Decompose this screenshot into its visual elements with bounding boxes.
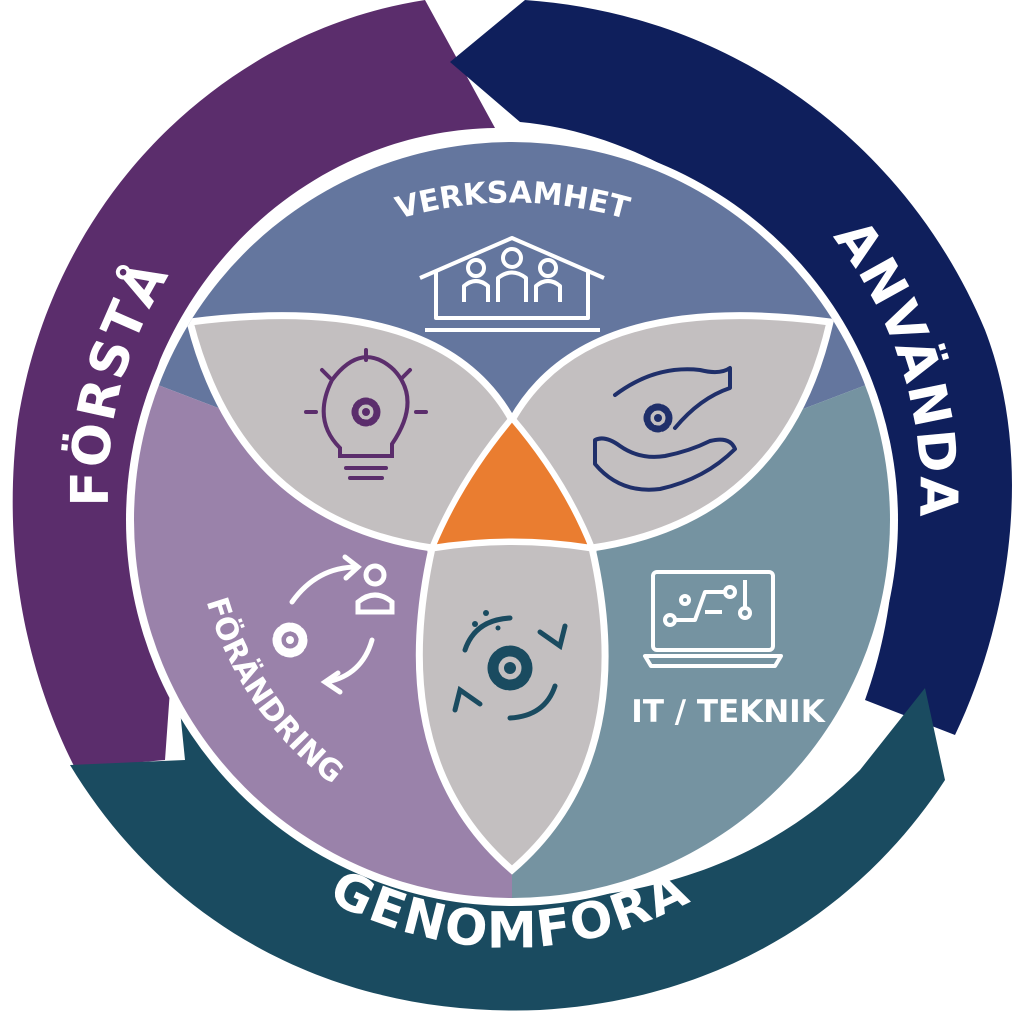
laptop-circuit-icon	[643, 570, 783, 668]
gear-refresh-icon	[452, 610, 568, 721]
center-triangle	[427, 413, 597, 552]
cycle-gear-person-icon	[272, 554, 395, 695]
house-people-icon	[419, 236, 605, 332]
anvanda-arrow	[450, 0, 1012, 735]
inner-sectors	[134, 142, 890, 898]
lightbulb-gear-icon	[304, 348, 428, 480]
it-teknik-label: IT / TEKNIK	[631, 694, 825, 730]
hands-gear-icon	[593, 366, 737, 492]
genomfora-arrow	[70, 688, 945, 1011]
